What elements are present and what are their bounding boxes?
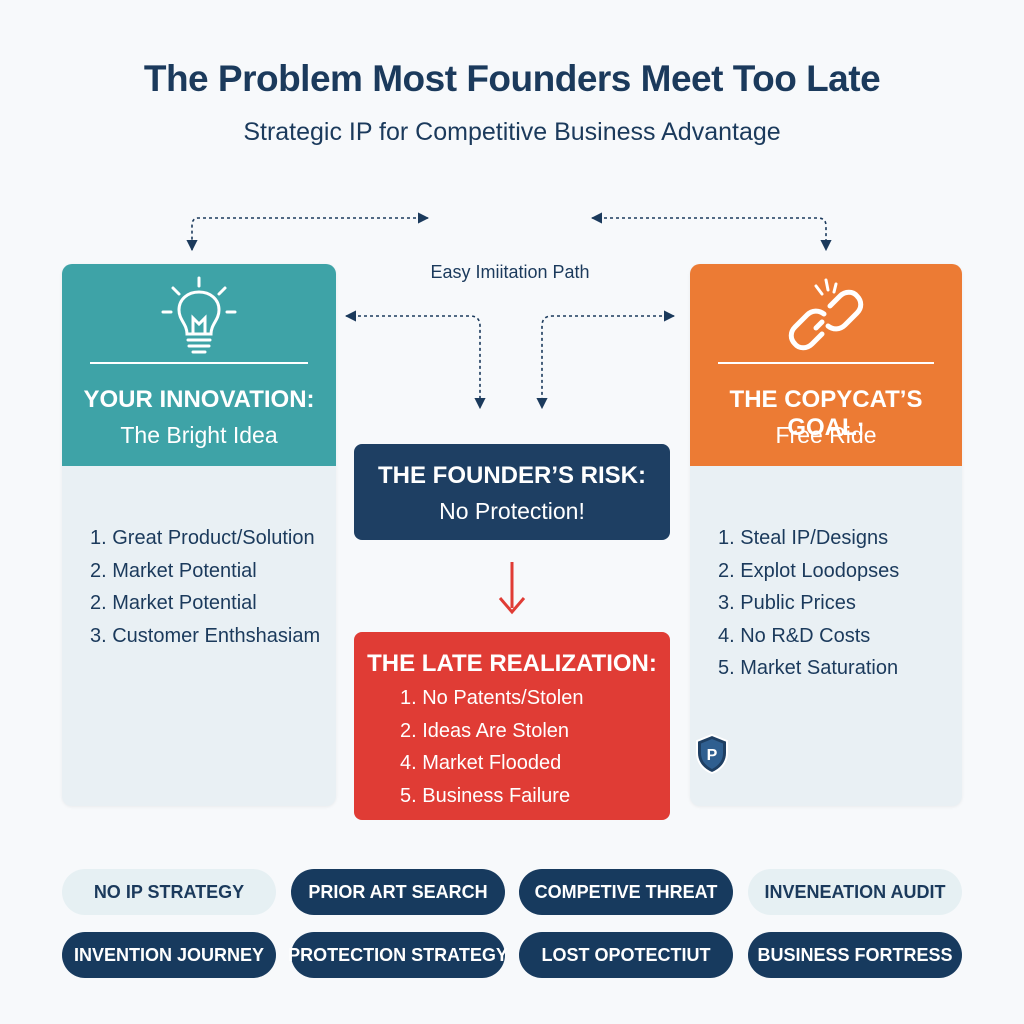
- pill-lost-opotectiut[interactable]: LOST OPOTECTIUT: [519, 932, 733, 978]
- list-item: 2. Market Potential: [90, 592, 257, 614]
- founders-risk-box: THE FOUNDER’S RISK: No Protection!: [354, 444, 670, 540]
- innovation-subtitle: The Bright Idea: [120, 422, 278, 448]
- innovation-title: YOUR INNOVATION:: [83, 386, 315, 413]
- late-realization-box: THE LATE REALIZATION: 1. No Patents/Stol…: [354, 632, 670, 820]
- pill-competive-threat[interactable]: COMPETIVE THREAT: [519, 869, 733, 915]
- list-item: 3. Public Prices: [718, 592, 856, 614]
- late-list: 1. No Patents/Stolen 2. Ideas Are Stolen…: [400, 682, 583, 812]
- page-title: The Problem Most Founders Meet Too Late: [143, 58, 881, 99]
- divider: [718, 362, 934, 364]
- list-item: 5. Business Failure: [400, 784, 571, 807]
- innovation-list: 1. Great Product/Solution 2. Market Pote…: [90, 522, 320, 652]
- page-subtitle: Strategic IP for Competitive Business Ad…: [243, 118, 781, 146]
- list-item: 1. Great Product/Solution: [90, 527, 315, 549]
- list-item: 1. No Patents/Stolen: [400, 687, 584, 709]
- innovation-card: YOUR INNOVATION: The Bright Idea 1. Grea…: [62, 264, 336, 806]
- down-arrow-icon: [498, 562, 526, 615]
- list-item: 1. Steal IP/Designs: [718, 527, 889, 549]
- mid-right-connector: [536, 310, 676, 410]
- list-item: 3. Customer Enthshasiam: [90, 624, 321, 647]
- pill-invention-journey[interactable]: INVENTION JOURNEY: [62, 932, 276, 978]
- pill-business-fortress[interactable]: BUSINESS FORTRESS: [748, 932, 962, 978]
- innovation-card-header: YOUR INNOVATION: The Bright Idea: [62, 264, 336, 466]
- risk-title: THE FOUNDER’S RISK:: [377, 462, 646, 489]
- top-left-connector: [186, 212, 430, 252]
- top-right-connector: [590, 212, 832, 252]
- list-item: 2. Market Potential: [90, 559, 257, 582]
- shield-p-icon: P: [694, 733, 730, 780]
- pill-inveneation-audit[interactable]: INVENEATION AUDIT: [748, 869, 962, 915]
- copycat-subtitle: Free Ride: [775, 422, 877, 448]
- risk-subtitle: No Protection!: [439, 498, 585, 524]
- broken-link-icon: [786, 276, 866, 365]
- copycat-title: THE COPYCAT’S GOAL:: [729, 386, 923, 441]
- copycat-list: 1. Steal IP/Designs 2. Explot Loodopses …: [718, 522, 899, 685]
- mid-left-connector: [344, 310, 486, 410]
- imitation-path-label: Easy Imiitation Path: [430, 262, 590, 282]
- divider: [90, 362, 308, 364]
- pill-protection-strategy[interactable]: PROTECTION STRATEGY: [288, 932, 508, 978]
- shield-letter: P: [707, 747, 718, 764]
- lightbulb-icon: [159, 276, 239, 365]
- list-item: 2. Explot Loodopses: [718, 559, 900, 582]
- list-item: 4. No R&D Costs: [718, 624, 871, 647]
- copycat-card-header: THE COPYCAT’S GOAL: Free Ride: [690, 264, 962, 466]
- list-item: 5. Market Saturation: [718, 657, 899, 679]
- copycat-card: THE COPYCAT’S GOAL: Free Ride 1. Steal I…: [690, 264, 962, 806]
- list-item: 2. Ideas Are Stolen: [400, 719, 570, 742]
- late-title: THE LATE REALIZATION:: [367, 650, 657, 677]
- pill-prior-art-search[interactable]: PRIOR ART SEARCH: [291, 869, 505, 915]
- list-item: 4. Market Flooded: [400, 752, 562, 774]
- pill-no-ip-strategy[interactable]: NO IP STRATEGY: [62, 869, 276, 915]
